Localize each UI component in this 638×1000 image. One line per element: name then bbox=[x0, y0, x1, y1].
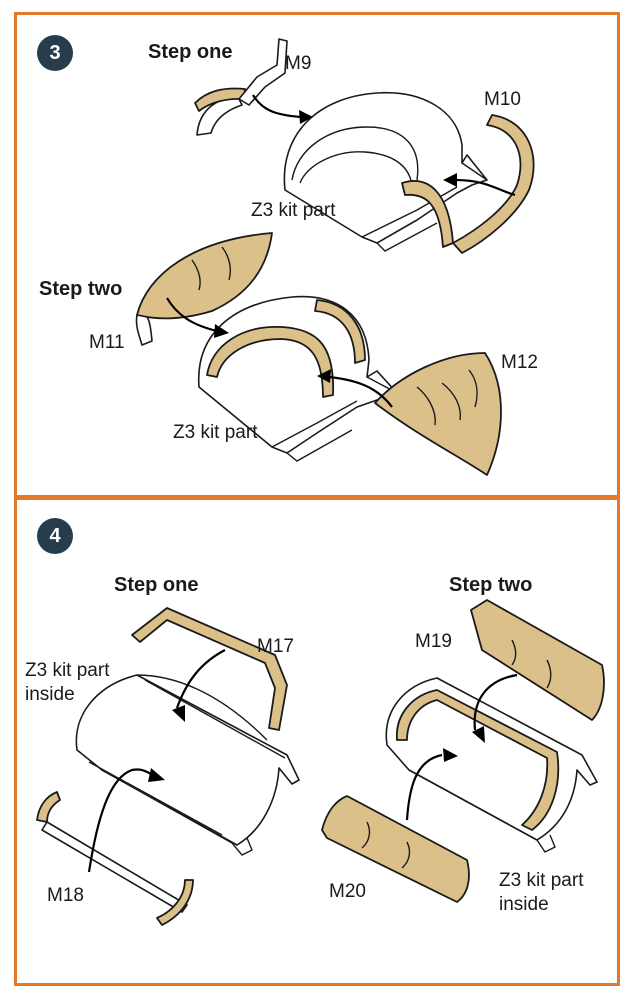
label-m10: M10 bbox=[484, 89, 521, 110]
arrow-m10 bbox=[454, 178, 516, 197]
arrowhead-m9 bbox=[299, 110, 313, 124]
label-m17: M17 bbox=[257, 636, 294, 657]
label-m18: M18 bbox=[47, 885, 84, 906]
step-one-heading: Step one bbox=[114, 574, 199, 596]
label-z3-kit-part-1: Z3 kit part bbox=[251, 200, 336, 221]
step-number-badge: 4 bbox=[37, 518, 73, 554]
arrowhead-m10 bbox=[443, 173, 457, 187]
arrow-m11 bbox=[166, 297, 218, 333]
arrowhead-m12 bbox=[317, 369, 331, 383]
label-m20: M20 bbox=[329, 881, 366, 902]
arrowhead-m11 bbox=[214, 324, 229, 338]
label-m12: M12 bbox=[501, 352, 538, 373]
panel-4-illustration bbox=[36, 599, 605, 926]
step-two-heading: Step two bbox=[449, 574, 533, 596]
label-m11: M11 bbox=[89, 332, 125, 353]
m10-part bbox=[401, 114, 535, 254]
label-z3-kit-part-2: Z3 kit part bbox=[173, 422, 258, 443]
label-inside-left: inside bbox=[25, 684, 75, 705]
arrowhead-m17 bbox=[172, 705, 185, 722]
m17-part bbox=[131, 607, 288, 731]
arrow-m19 bbox=[473, 673, 518, 731]
z3-kit-part-step-two bbox=[197, 295, 398, 462]
arrow-m9 bbox=[252, 94, 302, 119]
arrowhead-m19 bbox=[472, 726, 485, 743]
step-two-heading: Step two bbox=[39, 278, 123, 300]
m12-part bbox=[374, 352, 502, 476]
label-inside-right: inside bbox=[499, 894, 549, 915]
label-m19: M19 bbox=[415, 631, 452, 652]
panel-3-illustration bbox=[135, 38, 535, 476]
m18-part bbox=[36, 791, 194, 926]
z3-kit-part-left bbox=[75, 674, 300, 856]
step-number-badge: 3 bbox=[37, 35, 73, 71]
arrow-m18 bbox=[87, 768, 154, 873]
label-z3-kit-part-right: Z3 kit part bbox=[499, 870, 584, 891]
z3-kit-part-right bbox=[385, 677, 598, 853]
label-z3-kit-part-left: Z3 kit part bbox=[25, 660, 110, 681]
arrow-m12 bbox=[328, 375, 393, 408]
arrow-m20 bbox=[405, 753, 443, 821]
step-one-heading: Step one bbox=[148, 41, 233, 63]
z3-kit-part-step-one bbox=[283, 91, 488, 252]
panel-step-3: 3 Step one Step two M9 M10 Z3 kit part M… bbox=[14, 12, 620, 498]
m19-part bbox=[470, 599, 605, 721]
arrowhead-m18 bbox=[148, 768, 165, 782]
label-m9: M9 bbox=[285, 53, 312, 74]
arrow-m17 bbox=[175, 649, 226, 709]
m20-part bbox=[321, 795, 470, 903]
panel-step-4: 4 Step one Step two M17 Z3 kit part insi… bbox=[14, 497, 620, 986]
m11-part bbox=[135, 232, 273, 346]
arrowhead-m20 bbox=[443, 748, 458, 762]
